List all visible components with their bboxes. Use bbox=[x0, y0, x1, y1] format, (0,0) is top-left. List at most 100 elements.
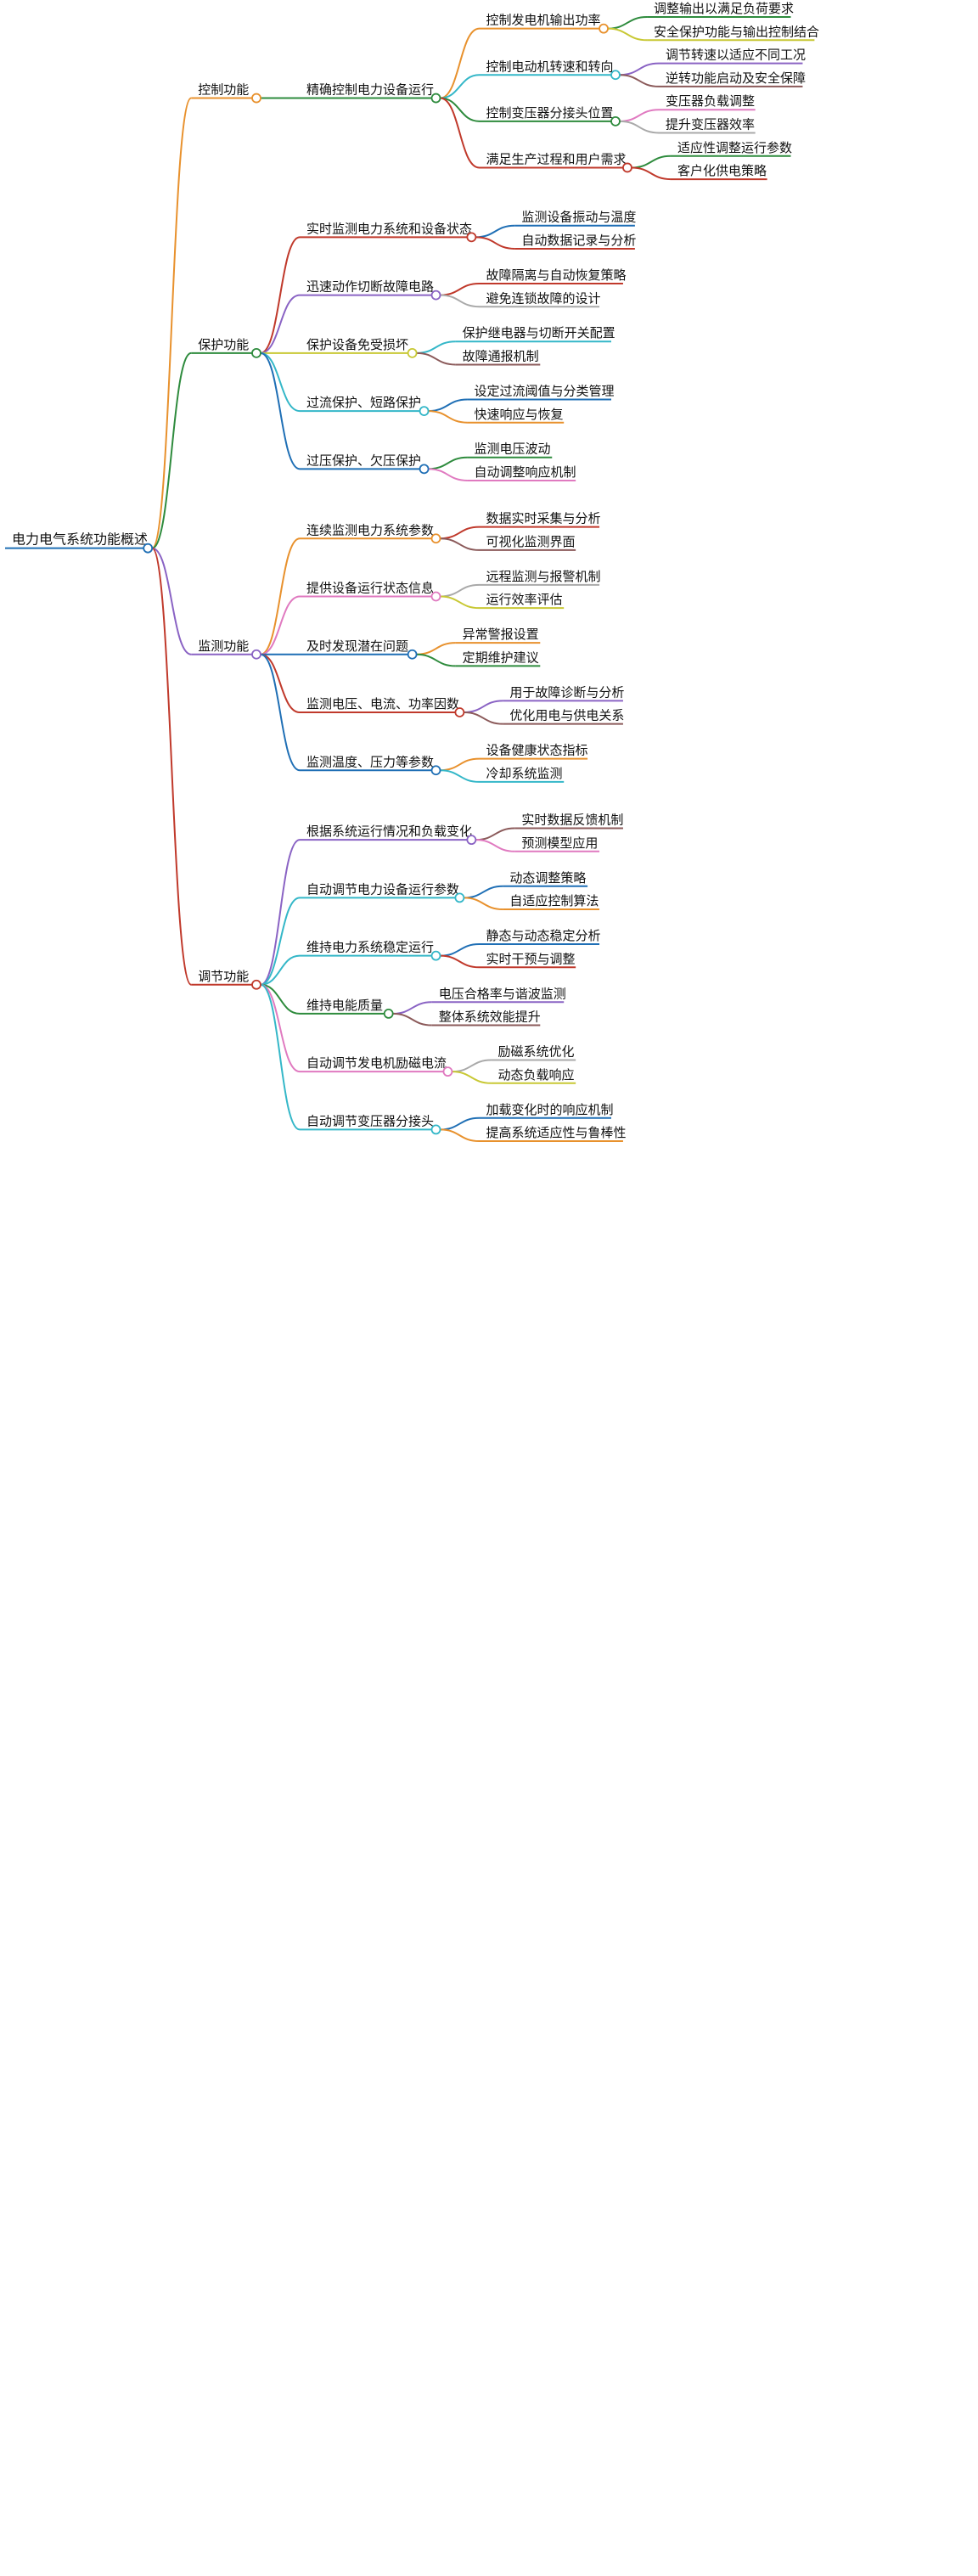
node-label: 安全保护功能与输出控制结合 bbox=[654, 24, 819, 39]
node-label: 连续监测电力系统参数 bbox=[306, 522, 434, 537]
edge-root.children.2.children.3 bbox=[260, 653, 301, 713]
node-label: 控制变压器分接头位置 bbox=[486, 105, 614, 121]
edge-root.children.3.children.4.children.0 bbox=[452, 1059, 492, 1073]
collapse-toggle-icon[interactable] bbox=[419, 406, 430, 417]
collapse-toggle-icon[interactable] bbox=[454, 707, 465, 717]
edge-root.children.1.children.0.children.0 bbox=[475, 224, 515, 239]
node-label: 监测电压波动 bbox=[475, 442, 551, 457]
node-label: 整体系统效能提升 bbox=[439, 1010, 541, 1025]
collapse-toggle-icon[interactable] bbox=[251, 93, 261, 104]
node-label: 可视化监测界面 bbox=[486, 534, 576, 549]
node-label: 实时干预与调整 bbox=[486, 951, 576, 966]
node-label: 适应性调整运行参数 bbox=[677, 140, 792, 155]
collapse-toggle-icon[interactable] bbox=[251, 347, 261, 358]
collapse-toggle-icon[interactable] bbox=[430, 1124, 441, 1135]
node-label: 提供设备运行状态信息 bbox=[306, 581, 434, 596]
edge-root.children.1.children.1.children.0 bbox=[440, 282, 480, 296]
edge-root.children.1.children.3.children.1 bbox=[428, 410, 468, 424]
edge-root.children.1.children.4.children.0 bbox=[428, 456, 468, 470]
edge-root.children.3.children.0.children.1 bbox=[475, 839, 515, 852]
node-label: 用于故障诊断与分析 bbox=[509, 684, 624, 700]
edge-root.children.0.children.0.children.2.children.0 bbox=[619, 109, 660, 122]
edge-root.children.0 bbox=[151, 97, 193, 549]
edge-root.children.2.children.0.children.0 bbox=[440, 526, 480, 540]
collapse-toggle-icon[interactable] bbox=[430, 591, 441, 602]
node-label: 运行效率评估 bbox=[486, 592, 563, 607]
edge-root.children.2.children.4 bbox=[260, 653, 301, 772]
collapse-toggle-icon[interactable] bbox=[466, 835, 477, 846]
collapse-toggle-icon[interactable] bbox=[430, 93, 441, 104]
node-label: 避免连锁故障的设计 bbox=[486, 290, 601, 306]
collapse-toggle-icon[interactable] bbox=[407, 649, 418, 660]
collapse-toggle-icon[interactable] bbox=[143, 543, 154, 554]
node-label: 电压合格率与谐波监测 bbox=[439, 986, 566, 1001]
edge-root.children.2.children.3.children.0 bbox=[464, 700, 503, 713]
node-label: 实时监测电力系统和设备状态 bbox=[306, 221, 472, 236]
edge-root.children.0.children.0.children.1.children.0 bbox=[619, 62, 660, 76]
edge-root.children.1.children.3 bbox=[260, 352, 301, 413]
node-label: 优化用电与供电关系 bbox=[509, 708, 624, 723]
edge-root.children.1 bbox=[151, 352, 192, 549]
node-label: 及时发现潜在问题 bbox=[306, 638, 408, 654]
collapse-toggle-icon[interactable] bbox=[430, 765, 441, 776]
edge-root.children.2.children.2.children.0 bbox=[416, 642, 456, 655]
node-label: 监测设备振动与温度 bbox=[521, 210, 636, 225]
node-label: 自动数据记录与分析 bbox=[521, 233, 636, 248]
node-label: 过流保护、短路保护 bbox=[306, 395, 421, 410]
collapse-toggle-icon[interactable] bbox=[599, 23, 609, 34]
node-label: 静态与动态稳定分析 bbox=[486, 928, 601, 943]
collapse-toggle-icon[interactable] bbox=[430, 950, 441, 961]
collapse-toggle-icon[interactable] bbox=[407, 347, 418, 358]
node-label: 自动调整响应机制 bbox=[475, 464, 576, 480]
edge-root.children.2.children.1 bbox=[260, 595, 301, 655]
edge-root.children.3.children.3 bbox=[260, 983, 301, 1015]
collapse-toggle-icon[interactable] bbox=[622, 162, 632, 173]
edge-root.children.3.children.3.children.1 bbox=[392, 1012, 432, 1026]
edge-root.children.2.children.0 bbox=[260, 537, 301, 655]
edge-root.children.0.children.0.children.1.children.1 bbox=[619, 74, 660, 87]
edge-root.children.3 bbox=[151, 547, 193, 986]
collapse-toggle-icon[interactable] bbox=[251, 979, 261, 990]
collapse-toggle-icon[interactable] bbox=[454, 892, 465, 903]
node-label: 根据系统运行情况和负载变化 bbox=[306, 824, 472, 839]
collapse-toggle-icon[interactable] bbox=[442, 1066, 453, 1077]
edge-root.children.1.children.0.children.1 bbox=[475, 236, 515, 250]
collapse-toggle-icon[interactable] bbox=[251, 649, 261, 660]
node-label: 提高系统适应性与鲁棒性 bbox=[486, 1125, 627, 1140]
edge-root.children.0.children.0.children.3.children.0 bbox=[631, 155, 671, 169]
root-label: 电力电气系统功能概述 bbox=[12, 532, 148, 548]
edge-root.children.3.children.5.children.0 bbox=[440, 1116, 480, 1131]
edge-root.children.2.children.4.children.0 bbox=[440, 757, 480, 772]
edge-root.children.0.children.0.children.0.children.1 bbox=[608, 27, 648, 42]
edge-root.children.2 bbox=[151, 547, 192, 655]
node-label: 变压器负载调整 bbox=[666, 93, 755, 109]
edge-root.children.3.children.4.children.1 bbox=[452, 1071, 492, 1084]
node-label: 励磁系统优化 bbox=[497, 1044, 574, 1060]
collapse-toggle-icon[interactable] bbox=[430, 290, 441, 301]
collapse-toggle-icon[interactable] bbox=[430, 533, 441, 544]
edge-root.children.0.children.0.children.2.children.1 bbox=[619, 120, 660, 134]
node-label: 冷却系统监测 bbox=[486, 766, 563, 781]
edge-root.children.1.children.0 bbox=[260, 236, 301, 354]
collapse-toggle-icon[interactable] bbox=[466, 232, 477, 243]
collapse-toggle-icon[interactable] bbox=[610, 70, 621, 81]
collapse-toggle-icon[interactable] bbox=[610, 115, 621, 127]
collapse-toggle-icon[interactable] bbox=[383, 1009, 394, 1019]
edge-root.children.2.children.3.children.1 bbox=[464, 711, 503, 725]
collapse-toggle-icon[interactable] bbox=[419, 464, 430, 475]
node-label: 自动调节变压器分接头 bbox=[306, 1113, 434, 1128]
edge-root.children.0.children.0.children.3.children.1 bbox=[631, 166, 671, 181]
node-label: 保护设备免受损坏 bbox=[306, 337, 408, 352]
node-label: 故障通报机制 bbox=[463, 349, 539, 364]
node-label: 调整输出以满足负荷要求 bbox=[654, 1, 794, 16]
edge-root.children.2.children.0.children.1 bbox=[440, 537, 480, 551]
node-label: 预测模型应用 bbox=[521, 835, 598, 851]
edge-root.children.3.children.3.children.0 bbox=[392, 1001, 432, 1015]
node-label: 自适应控制算法 bbox=[509, 893, 599, 908]
edge-root.children.2.children.2.children.1 bbox=[416, 653, 456, 667]
node-label: 保护功能 bbox=[198, 337, 249, 352]
node-label: 动态调整策略 bbox=[509, 870, 586, 886]
node-label: 过压保护、欠压保护 bbox=[306, 453, 421, 468]
node-label: 控制功能 bbox=[198, 82, 249, 98]
